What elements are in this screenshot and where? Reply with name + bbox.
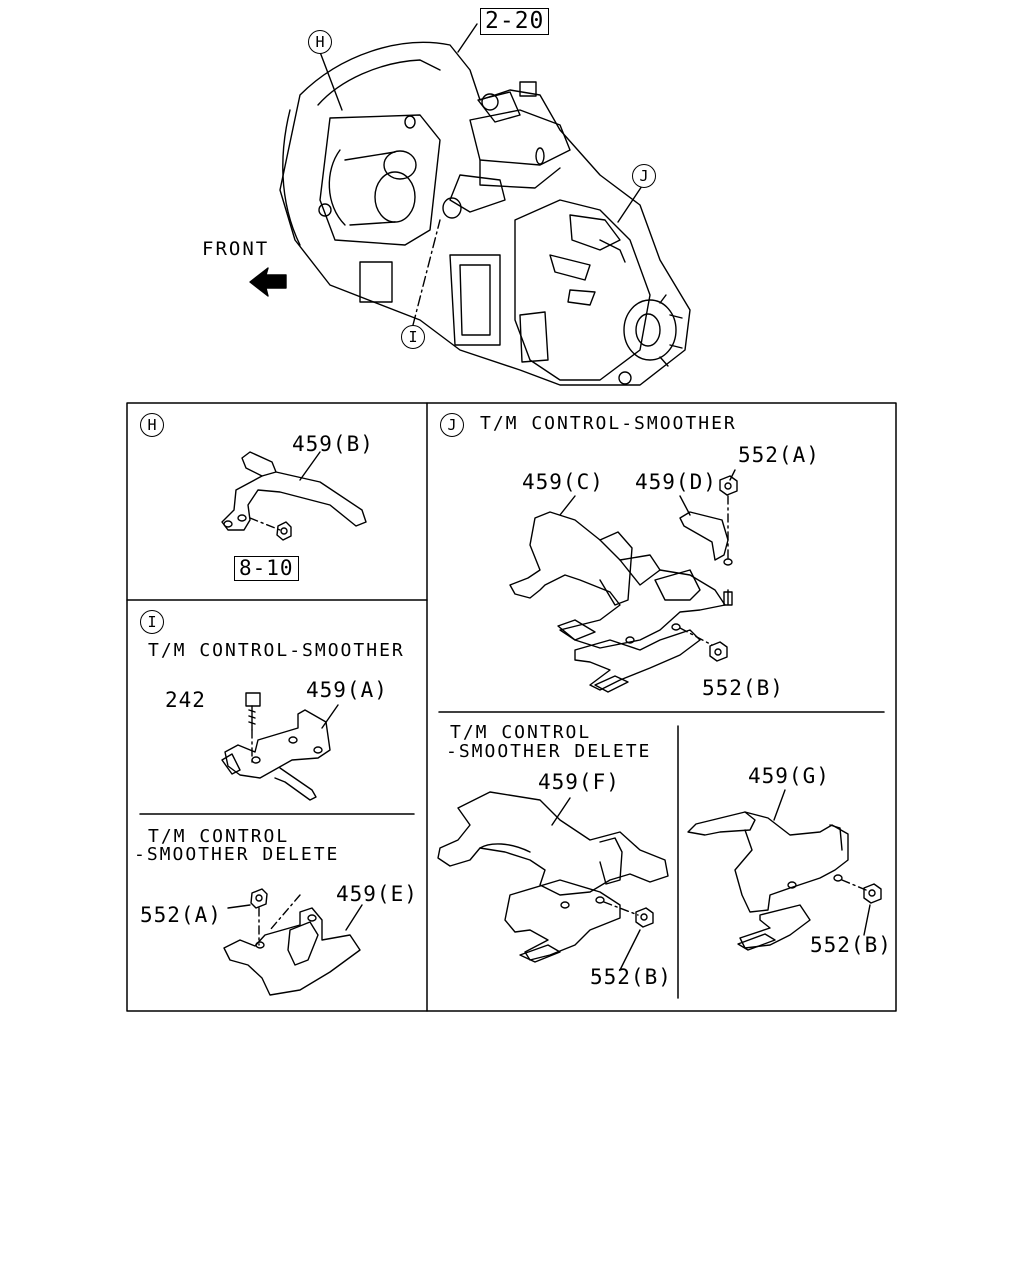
bracket-459g-illustration xyxy=(688,790,881,950)
part-label-552b-j: 552(B) xyxy=(702,676,784,700)
callout-h: H xyxy=(308,30,332,54)
bracket-459f-illustration xyxy=(438,792,668,970)
panel-i-delete-title-1: T/M CONTROL xyxy=(148,826,290,847)
part-label-552b-g: 552(B) xyxy=(810,933,892,957)
transmission-illustration xyxy=(280,24,690,385)
front-arrow-shape xyxy=(250,268,286,296)
bracket-459a-illustration xyxy=(222,693,338,800)
panel-i-delete-title-2: -SMOOTHER DELETE xyxy=(134,844,340,865)
part-label-459e: 459(E) xyxy=(336,882,418,906)
reference-box-8-10: 8-10 xyxy=(234,556,299,581)
assembly-reference-box: 2-20 xyxy=(480,8,550,35)
panel-j-title: T/M CONTROL-SMOOTHER xyxy=(480,413,737,434)
bracket-459b-illustration xyxy=(222,452,366,540)
panel-h-letter: H xyxy=(140,413,164,437)
bracket-459e-illustration xyxy=(224,889,362,995)
front-label: FRONT xyxy=(202,238,270,260)
panel-j-delete-title-1: T/M CONTROL xyxy=(450,722,592,743)
bracket-459c-459d-illustration xyxy=(510,470,737,692)
callout-j: J xyxy=(632,164,656,188)
part-label-459f: 459(F) xyxy=(538,770,620,794)
part-label-459c: 459(C) xyxy=(522,470,604,494)
panel-j-letter: J xyxy=(440,413,464,437)
part-label-552b-f: 552(B) xyxy=(590,965,672,989)
panel-i-letter: I xyxy=(140,610,164,634)
part-label-459a: 459(A) xyxy=(306,678,388,702)
part-label-552a-i: 552(A) xyxy=(140,903,222,927)
part-label-459d: 459(D) xyxy=(635,470,717,494)
part-label-242: 242 xyxy=(165,688,206,712)
part-label-459g: 459(G) xyxy=(748,764,830,788)
panel-i-title: T/M CONTROL-SMOOTHER xyxy=(148,640,405,661)
part-label-459b: 459(B) xyxy=(292,432,374,456)
panel-j-delete-title-2: -SMOOTHER DELETE xyxy=(446,741,652,762)
part-label-552a-j: 552(A) xyxy=(738,443,820,467)
callout-i: I xyxy=(401,325,425,349)
